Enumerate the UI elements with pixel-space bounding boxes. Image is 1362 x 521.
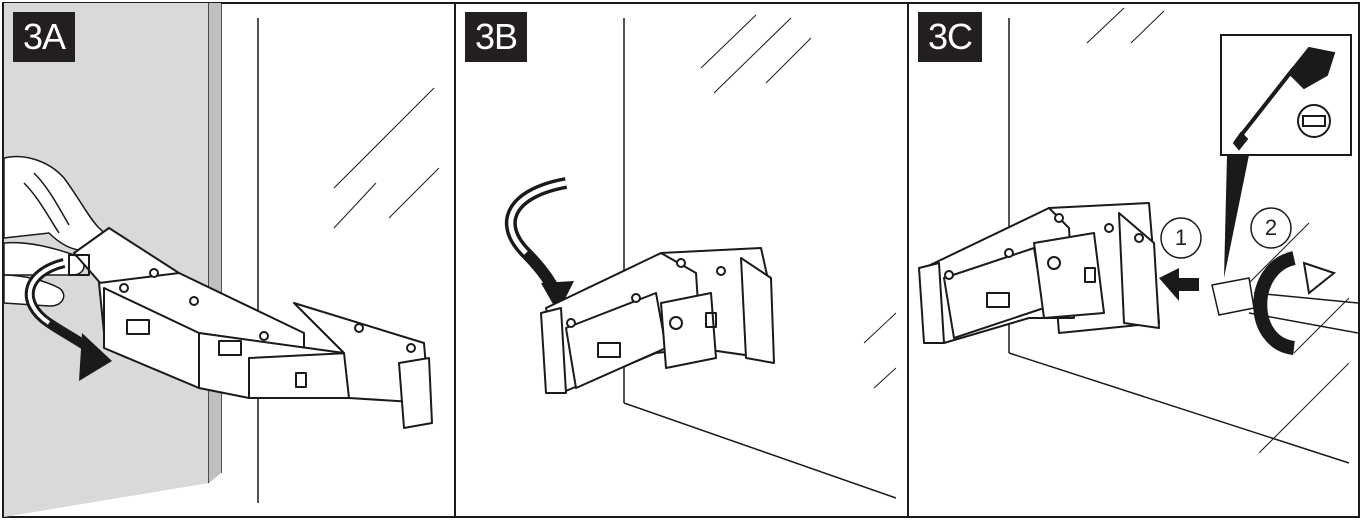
step-badge-3b: 3B xyxy=(465,12,528,62)
screwdriver-icon xyxy=(1232,46,1336,151)
panel-3a: 3A xyxy=(4,3,454,517)
screwdriver-tip xyxy=(1211,277,1255,316)
panel-3c: 3C 1 2 xyxy=(909,3,1358,517)
panel-3a-illustration xyxy=(4,3,440,517)
panel-3b: 3B xyxy=(456,3,907,517)
hinge-icon xyxy=(540,247,775,394)
rotate-arrow-icon xyxy=(24,258,112,381)
step-number-1: 1 xyxy=(1174,225,1188,250)
push-arrow-icon xyxy=(1159,268,1199,301)
flathead-symbol-icon xyxy=(1297,104,1331,138)
rotate-arrow-icon xyxy=(504,177,574,313)
step-badge-3c: 3C xyxy=(918,12,983,62)
panel-3c-illustration xyxy=(918,7,1358,464)
hinge-icon xyxy=(918,202,1160,344)
panel-3b-illustration xyxy=(504,14,897,499)
step-2-circle xyxy=(1250,207,1292,249)
step-badge-3a: 3A xyxy=(13,12,76,62)
rotate-arrow-icon xyxy=(1248,251,1358,355)
hinge-icon xyxy=(68,227,433,429)
step-number-2: 2 xyxy=(1264,215,1278,240)
step-1-circle xyxy=(1160,217,1202,259)
